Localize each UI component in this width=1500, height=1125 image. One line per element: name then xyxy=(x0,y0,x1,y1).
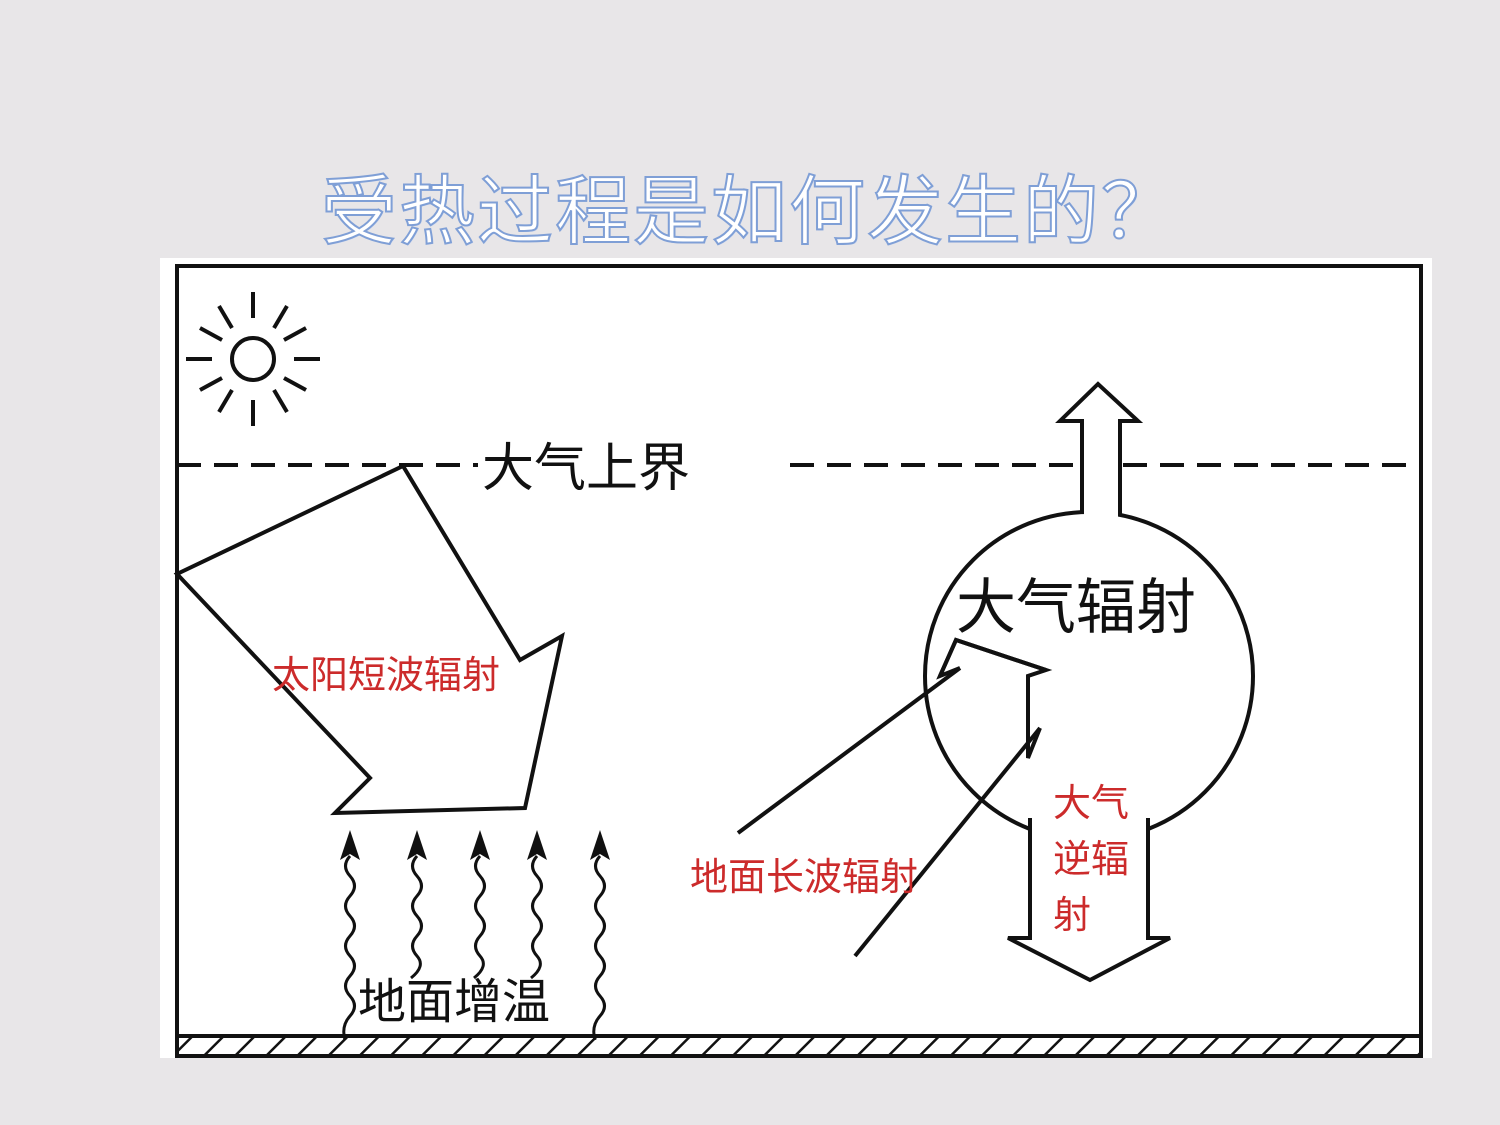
ground-longwave-arrow xyxy=(736,637,1053,958)
slide-title: 受热过程是如何发生的？ xyxy=(320,166,1179,257)
ground-hatch xyxy=(177,1036,1421,1056)
wavy-heat-arrows xyxy=(342,854,606,1041)
sun-icon xyxy=(186,292,320,426)
atmospheric-radiation-label: 大气辐射 xyxy=(956,573,1196,643)
ground-longwave-label: 地面长波辐射 xyxy=(690,855,918,899)
atmosphere-heating-diagram: 大气上界 太阳短波辐射 地面增温 xyxy=(160,258,1432,1058)
solar-shortwave-arrow xyxy=(173,463,565,816)
atmospheric-radiation-shape xyxy=(923,381,1255,983)
solar-shortwave-label: 太阳短波辐射 xyxy=(272,653,500,697)
counter-radiation-label-line3: 射 xyxy=(1053,893,1091,937)
diagram-svg: 大气上界 太阳短波辐射 地面增温 xyxy=(173,264,1423,1058)
heat-arrowheads xyxy=(340,830,610,860)
counter-radiation-label-line1: 大气 xyxy=(1053,781,1129,825)
atmosphere-top-label: 大气上界 xyxy=(482,439,690,499)
ground-warming-label: 地面增温 xyxy=(358,974,550,1030)
counter-radiation-label-line2: 逆辐 xyxy=(1053,837,1129,881)
